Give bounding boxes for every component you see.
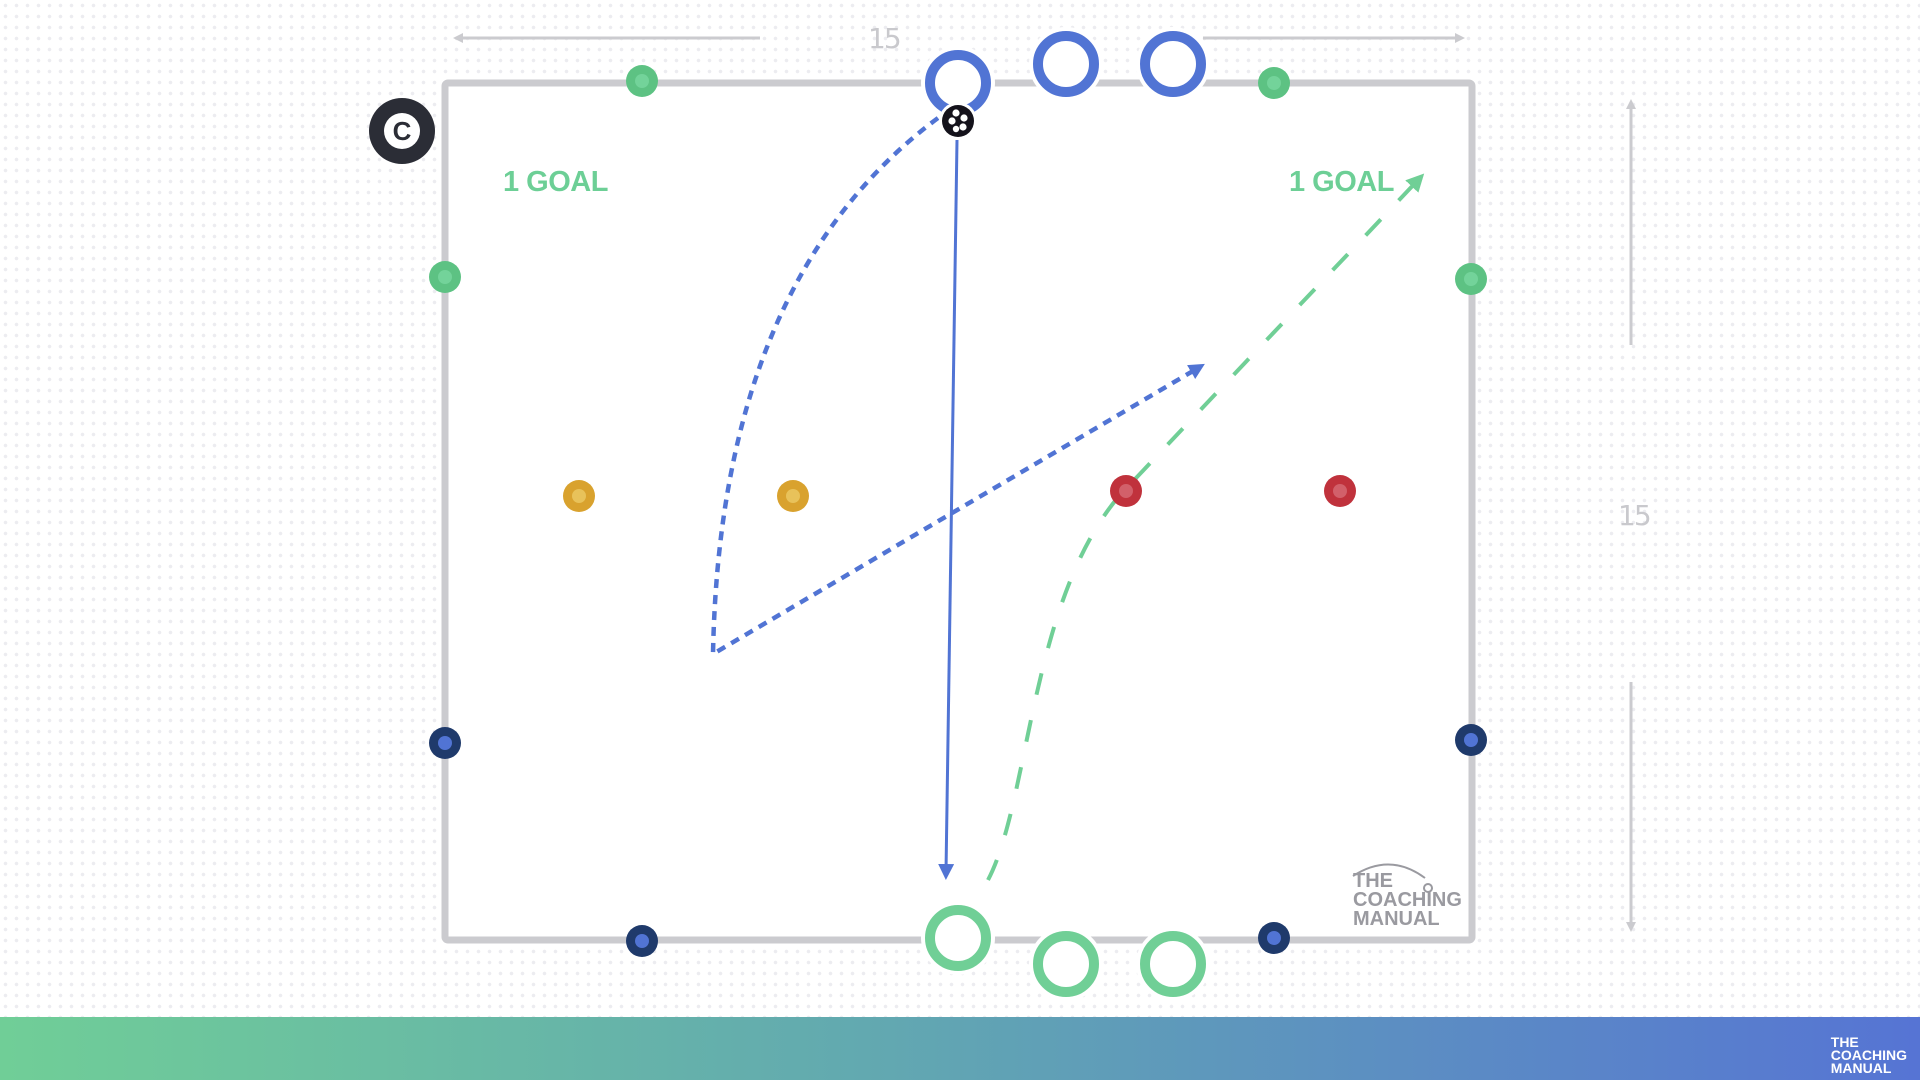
cone-navy-icon xyxy=(429,727,461,759)
watermark-line-2: COACHING xyxy=(1353,889,1462,911)
footer-logo-line-1: THE xyxy=(1830,1034,1859,1050)
green-players xyxy=(921,901,1210,1001)
blue-pass-line xyxy=(938,139,959,880)
footer-logo-line-2: COACHING xyxy=(1830,1047,1907,1063)
cone-navy-icon xyxy=(626,925,658,957)
width-dimension-label: 15 xyxy=(868,22,902,55)
ball-icon xyxy=(939,102,977,140)
cone-green-icon xyxy=(1258,67,1290,99)
left-goal-label: 1 GOAL xyxy=(503,166,608,198)
blue-players xyxy=(921,27,1210,120)
cones xyxy=(429,65,1487,957)
cone-green-icon xyxy=(429,261,461,293)
cone-navy-icon xyxy=(1455,724,1487,756)
footer-logo: THE COACHING MANUAL xyxy=(1830,1034,1907,1076)
cone-navy-icon xyxy=(1258,922,1290,954)
watermark-line-1: THE xyxy=(1353,870,1393,892)
cone-yellow-icon xyxy=(563,480,595,512)
cone-yellow-icon xyxy=(777,480,809,512)
green-dashed-run-path xyxy=(986,173,1425,881)
cone-red-icon xyxy=(1324,475,1356,507)
coach-icon: C xyxy=(369,98,435,164)
cone-green-icon xyxy=(626,65,658,97)
watermark-logo: THE COACHING MANUAL xyxy=(1353,870,1462,930)
height-dimension-label: 15 xyxy=(1618,499,1652,532)
cone-red-icon xyxy=(1110,475,1142,507)
footer-bar xyxy=(0,1017,1920,1080)
watermark-line-3: MANUAL xyxy=(1353,908,1440,930)
watermark-arrow-icon xyxy=(1352,863,1426,879)
coach-badge-letter: C xyxy=(384,113,420,149)
cone-green-icon xyxy=(1455,263,1487,295)
footer-logo-line-3: MANUAL xyxy=(1830,1060,1892,1076)
right-goal-label: 1 GOAL xyxy=(1289,166,1394,198)
